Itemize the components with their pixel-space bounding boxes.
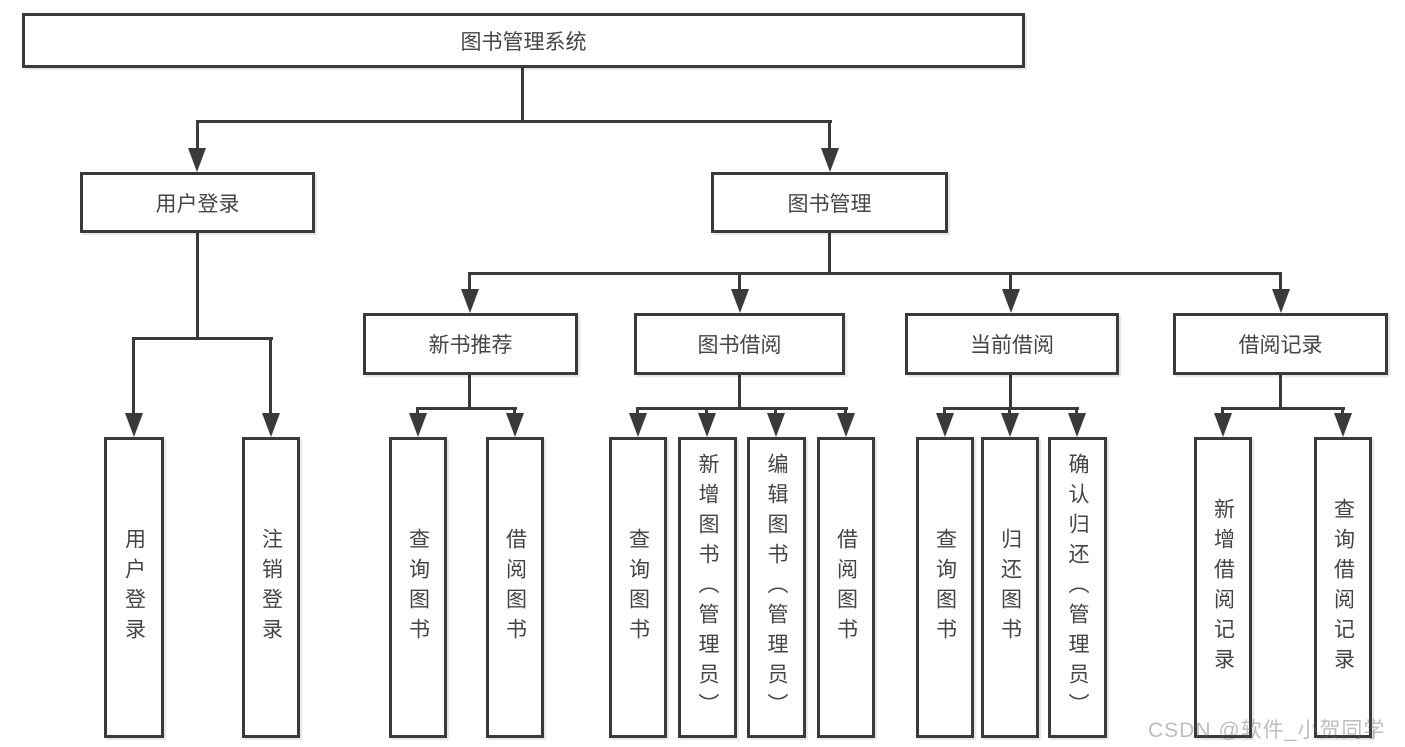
- connector-line: [196, 120, 832, 123]
- leaf-query-borrow-record: 查询借阅记录: [1314, 437, 1372, 738]
- node-library-management-system: 图书管理系统: [22, 13, 1025, 68]
- node-label: 借阅记录: [1238, 334, 1323, 357]
- node-label: 新增图书（管理员）: [696, 452, 720, 723]
- leaf-add-books-admin: 新增图书（管理员）: [678, 437, 737, 738]
- node-label: 图书管理: [787, 192, 872, 216]
- connector-line: [636, 407, 639, 416]
- node-label: 当前借阅: [970, 334, 1054, 357]
- connector-line: [1279, 375, 1282, 407]
- arrow-down-icon: [936, 413, 954, 437]
- node-label: 借阅图书: [834, 527, 858, 648]
- arrow-down-icon: [731, 289, 749, 313]
- connector-line: [468, 272, 471, 291]
- connector-line: [738, 272, 741, 291]
- connector-line: [943, 407, 1079, 410]
- connector-line: [1009, 272, 1012, 291]
- arrow-down-icon: [461, 289, 479, 313]
- connector-line: [416, 407, 517, 410]
- arrow-down-icon: [1334, 413, 1352, 437]
- arrow-down-icon: [1068, 413, 1086, 437]
- node-label: 注销登录: [259, 527, 283, 648]
- connector-line: [416, 407, 419, 416]
- arrow-down-icon: [1001, 413, 1019, 437]
- connector-line: [828, 233, 831, 272]
- node-label: 编辑图书（管理员）: [765, 452, 789, 723]
- node-label: 查询图书: [406, 527, 430, 648]
- arrow-down-icon: [629, 413, 647, 437]
- node-current-borrow: 当前借阅: [905, 313, 1119, 375]
- connector-line: [844, 407, 847, 416]
- connector-line: [738, 375, 741, 407]
- connector-line: [468, 272, 1282, 275]
- connector-line: [1075, 407, 1078, 416]
- connector-line: [705, 407, 708, 416]
- connector-line: [196, 120, 199, 150]
- leaf-query-books-recommend: 查询图书: [389, 437, 447, 738]
- arrow-down-icon: [821, 148, 839, 172]
- node-new-book-recommend: 新书推荐: [363, 313, 578, 375]
- connector-line: [1221, 407, 1345, 410]
- leaf-borrow-books-recommend: 借阅图书: [486, 437, 544, 738]
- node-book-borrow: 图书借阅: [634, 313, 845, 375]
- arrow-down-icon: [188, 148, 206, 172]
- arrow-down-icon: [1002, 289, 1020, 313]
- connector-line: [468, 375, 471, 407]
- connector-line: [1279, 272, 1282, 291]
- node-label: 确认归还（管理员）: [1066, 452, 1090, 723]
- connector-line: [636, 407, 848, 410]
- node-label: 新增借阅记录: [1211, 497, 1235, 678]
- arrow-down-icon: [506, 413, 524, 437]
- arrow-down-icon: [262, 413, 280, 437]
- connector-line: [513, 407, 516, 416]
- leaf-return-books: 归还图书: [981, 437, 1039, 738]
- connector-line: [1221, 407, 1224, 416]
- leaf-query-books-current: 查询图书: [916, 437, 974, 738]
- connector-line: [269, 337, 272, 415]
- node-label: 用户登录: [122, 527, 146, 648]
- leaf-logout-login: 注销登录: [242, 437, 300, 738]
- arrow-down-icon: [698, 413, 716, 437]
- leaf-edit-books-admin: 编辑图书（管理员）: [747, 437, 806, 738]
- node-label: 归还图书: [998, 527, 1022, 648]
- connector-line: [1009, 375, 1012, 407]
- connector-line: [132, 337, 273, 340]
- node-label: 查询图书: [933, 527, 957, 648]
- node-label: 借阅图书: [503, 527, 527, 648]
- watermark-text: CSDN @软件_小贺同学: [1148, 719, 1386, 742]
- node-label: 查询图书: [626, 527, 650, 648]
- arrow-down-icon: [767, 413, 785, 437]
- node-user-login: 用户登录: [80, 172, 315, 233]
- node-label: 新书推荐: [428, 334, 513, 357]
- leaf-add-borrow-record: 新增借阅记录: [1194, 437, 1252, 738]
- connector-line: [132, 337, 135, 415]
- leaf-borrow-books-borrow: 借阅图书: [817, 437, 875, 738]
- node-label: 图书管理系统: [460, 30, 587, 54]
- leaf-confirm-return-admin: 确认归还（管理员）: [1048, 437, 1107, 738]
- leaf-query-books-borrow: 查询图书: [609, 437, 667, 738]
- connector-line: [774, 407, 777, 416]
- connector-line: [828, 120, 831, 150]
- node-label: 查询借阅记录: [1331, 497, 1355, 678]
- arrow-down-icon: [1214, 413, 1232, 437]
- arrow-down-icon: [125, 413, 143, 437]
- connector-line: [1008, 407, 1011, 416]
- arrow-down-icon: [409, 413, 427, 437]
- leaf-user-login: 用户登录: [104, 437, 164, 738]
- connector-line: [521, 68, 524, 120]
- node-borrow-records: 借阅记录: [1173, 313, 1388, 375]
- connector-line: [196, 233, 199, 337]
- node-label: 用户登录: [155, 192, 240, 216]
- connector-line: [943, 407, 946, 416]
- node-label: 图书借阅: [697, 334, 782, 357]
- arrow-down-icon: [837, 413, 855, 437]
- connector-line: [1341, 407, 1344, 416]
- arrow-down-icon: [1272, 289, 1290, 313]
- node-book-management: 图书管理: [711, 172, 948, 233]
